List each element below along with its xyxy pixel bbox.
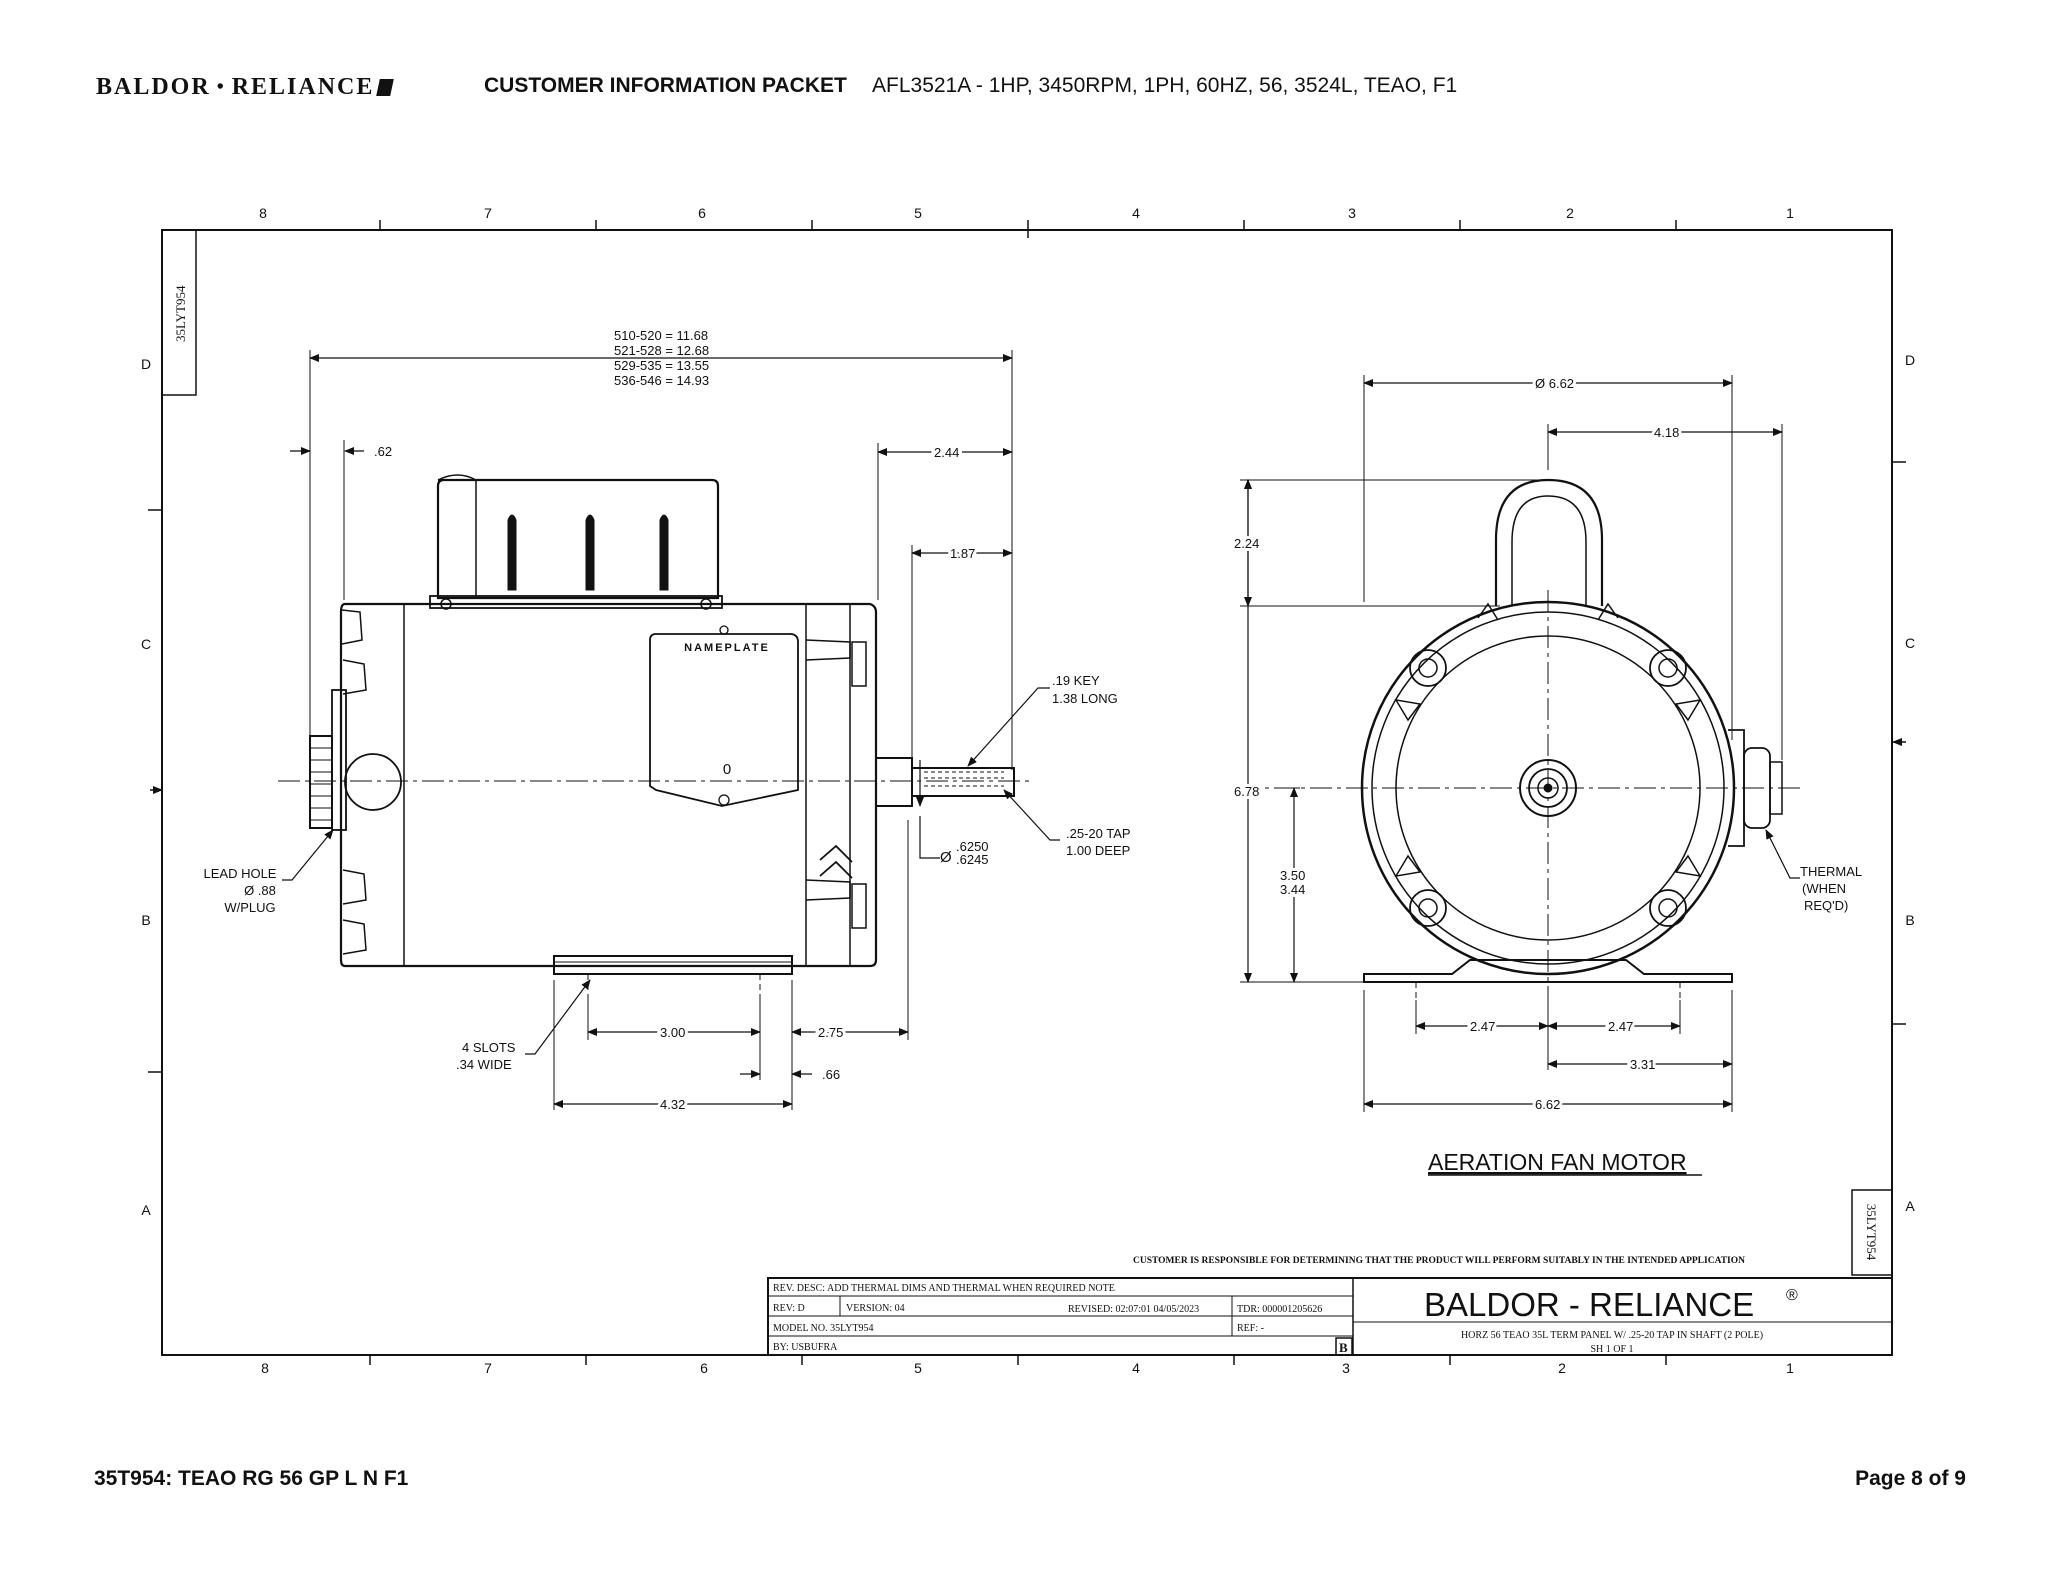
dim-432: 4.32	[660, 1097, 685, 1112]
dim-344: 3.44	[1280, 882, 1305, 897]
title-block	[767, 1277, 1893, 1356]
end-view-dimensions	[1240, 375, 1800, 1112]
col-top-1: 1	[1786, 205, 1794, 221]
tdr: TDR: 000001205626	[1237, 1304, 1322, 1315]
row-left-d: D	[141, 356, 151, 372]
row-right-c: C	[1905, 635, 1915, 651]
row-left-a: A	[141, 1202, 151, 1218]
side-view-dimensions	[282, 350, 1060, 1110]
slots-line-1: 4 SLOTS	[462, 1040, 516, 1055]
dim-350: 3.50	[1280, 868, 1305, 883]
row-right-d: D	[1905, 352, 1915, 368]
end-view	[1238, 478, 1800, 1000]
col-top-6: 6	[698, 205, 706, 221]
version: VERSION: 04	[846, 1303, 905, 1314]
col-bottom-4: 4	[1132, 1360, 1140, 1376]
row-right-a: A	[1905, 1198, 1915, 1214]
brand-baldor: BALDOR	[96, 73, 211, 100]
drawing-border	[161, 229, 1893, 1356]
length-line-4: 536-546 = 14.93	[614, 373, 709, 388]
col-bottom-7: 7	[484, 1360, 492, 1376]
dim-247-right: 2.47	[1608, 1019, 1633, 1034]
brand-dot: •	[216, 75, 226, 98]
thermal-line-2: (WHEN	[1802, 881, 1846, 896]
col-bottom-2: 2	[1558, 1360, 1566, 1376]
nameplate-mark: 0	[723, 761, 731, 778]
col-bottom-1: 1	[1786, 1360, 1794, 1376]
length-line-1: 510-520 = 11.68	[614, 328, 708, 343]
dim-066: .66	[822, 1067, 840, 1082]
brand-reliance: RELIANCE	[231, 73, 375, 100]
key-line-2: 1.38 LONG	[1052, 691, 1118, 706]
dim-418: 4.18	[1654, 425, 1679, 440]
footer-page-number: Page 8 of 9	[1855, 1467, 1966, 1490]
drawing-id-box-top	[161, 229, 197, 396]
thermal-line-1: THERMAL	[1800, 864, 1862, 879]
revised: REVISED: 02:07:01 04/05/2023	[1068, 1304, 1199, 1315]
row-right-b: B	[1905, 912, 1914, 928]
description: HORZ 56 TEAO 35L TERM PANEL W/ .25-20 TA…	[1461, 1330, 1763, 1341]
col-top-4: 4	[1132, 205, 1140, 221]
packet-title: CUSTOMER INFORMATION PACKET	[484, 74, 847, 97]
rev: REV: D	[773, 1303, 805, 1314]
col-bottom-5: 5	[914, 1360, 922, 1376]
drawing-id-right: 35LYT954	[1864, 1204, 1879, 1261]
row-left-b: B	[141, 912, 150, 928]
nameplate-label: NAMEPLATE	[684, 642, 770, 654]
drawing-id-top: 35LYT954	[173, 285, 188, 342]
row-left-c: C	[141, 636, 151, 652]
col-bottom-8: 8	[261, 1360, 269, 1376]
sheet: SH 1 OF 1	[1590, 1344, 1633, 1355]
key-line-1: .19 KEY	[1052, 673, 1100, 688]
customer-note: CUSTOMER IS RESPONSIBLE FOR DETERMINING …	[1133, 1256, 1745, 1266]
by: BY: USBUFRA	[773, 1342, 838, 1353]
company-name: BALDOR - RELIANCE	[1424, 1286, 1754, 1323]
side-view	[278, 474, 1030, 1000]
registered-mark: ®	[1786, 1287, 1798, 1304]
dim-678: 6.78	[1234, 784, 1259, 799]
col-top-5: 5	[914, 205, 922, 221]
dia-662: Ø 6.62	[1535, 376, 1574, 391]
lead-hole-line-1: LEAD HOLE	[204, 866, 277, 881]
drawing-title: AERATION FAN MOTOR	[1428, 1149, 1687, 1175]
dim-275: 2.75	[818, 1025, 843, 1040]
col-top-2: 2	[1566, 205, 1574, 221]
dim-331: 3.31	[1630, 1057, 1655, 1072]
lead-hole-line-2: Ø .88	[244, 883, 276, 898]
shaft-dia-symbol: Ø	[940, 849, 952, 866]
length-line-3: 529-535 = 13.55	[614, 358, 709, 373]
dim-662-bottom: 6.62	[1535, 1097, 1560, 1112]
dim-224: 2.24	[1234, 536, 1259, 551]
footer-part-number: 35T954: TEAO RG 56 GP L N F1	[94, 1467, 409, 1490]
model-line: AFL3521A - 1HP, 3450RPM, 1PH, 60HZ, 56, …	[872, 74, 1458, 97]
col-bottom-3: 3	[1342, 1360, 1350, 1376]
dim-244: 2.44	[934, 445, 959, 460]
tap-line-1: .25-20 TAP	[1066, 826, 1131, 841]
dim-247-left: 2.47	[1470, 1019, 1495, 1034]
ref: REF: -	[1237, 1323, 1264, 1334]
rev-desc: REV. DESC: ADD THERMAL DIMS AND THERMAL …	[773, 1283, 1115, 1294]
thermal-line-3: REQ'D)	[1804, 898, 1848, 913]
tap-line-2: 1.00 DEEP	[1066, 843, 1130, 858]
lead-hole-line-3: W/PLUG	[224, 900, 275, 915]
col-top-7: 7	[484, 205, 492, 221]
model-no: MODEL NO. 35LYT954	[773, 1323, 874, 1334]
dim-187: 1.87	[950, 546, 975, 561]
shaft-dia-line-1: .6250	[956, 839, 989, 854]
dim-062: .62	[374, 444, 392, 459]
col-bottom-6: 6	[700, 1360, 708, 1376]
dim-300: 3.00	[660, 1025, 685, 1040]
box-letter: B	[1339, 1340, 1348, 1355]
zone-ticks	[148, 220, 1906, 1365]
brand-logo: BALDOR • RELIANCE	[96, 70, 395, 104]
slots-line-2: .34 WIDE	[456, 1057, 512, 1072]
col-top-3: 3	[1348, 205, 1356, 221]
length-line-2: 521-528 = 12.68	[614, 343, 709, 358]
shaft-dia-line-2: .6245	[956, 852, 989, 867]
drawing-id-box-right	[1851, 1189, 1893, 1276]
col-top-8: 8	[259, 205, 267, 221]
